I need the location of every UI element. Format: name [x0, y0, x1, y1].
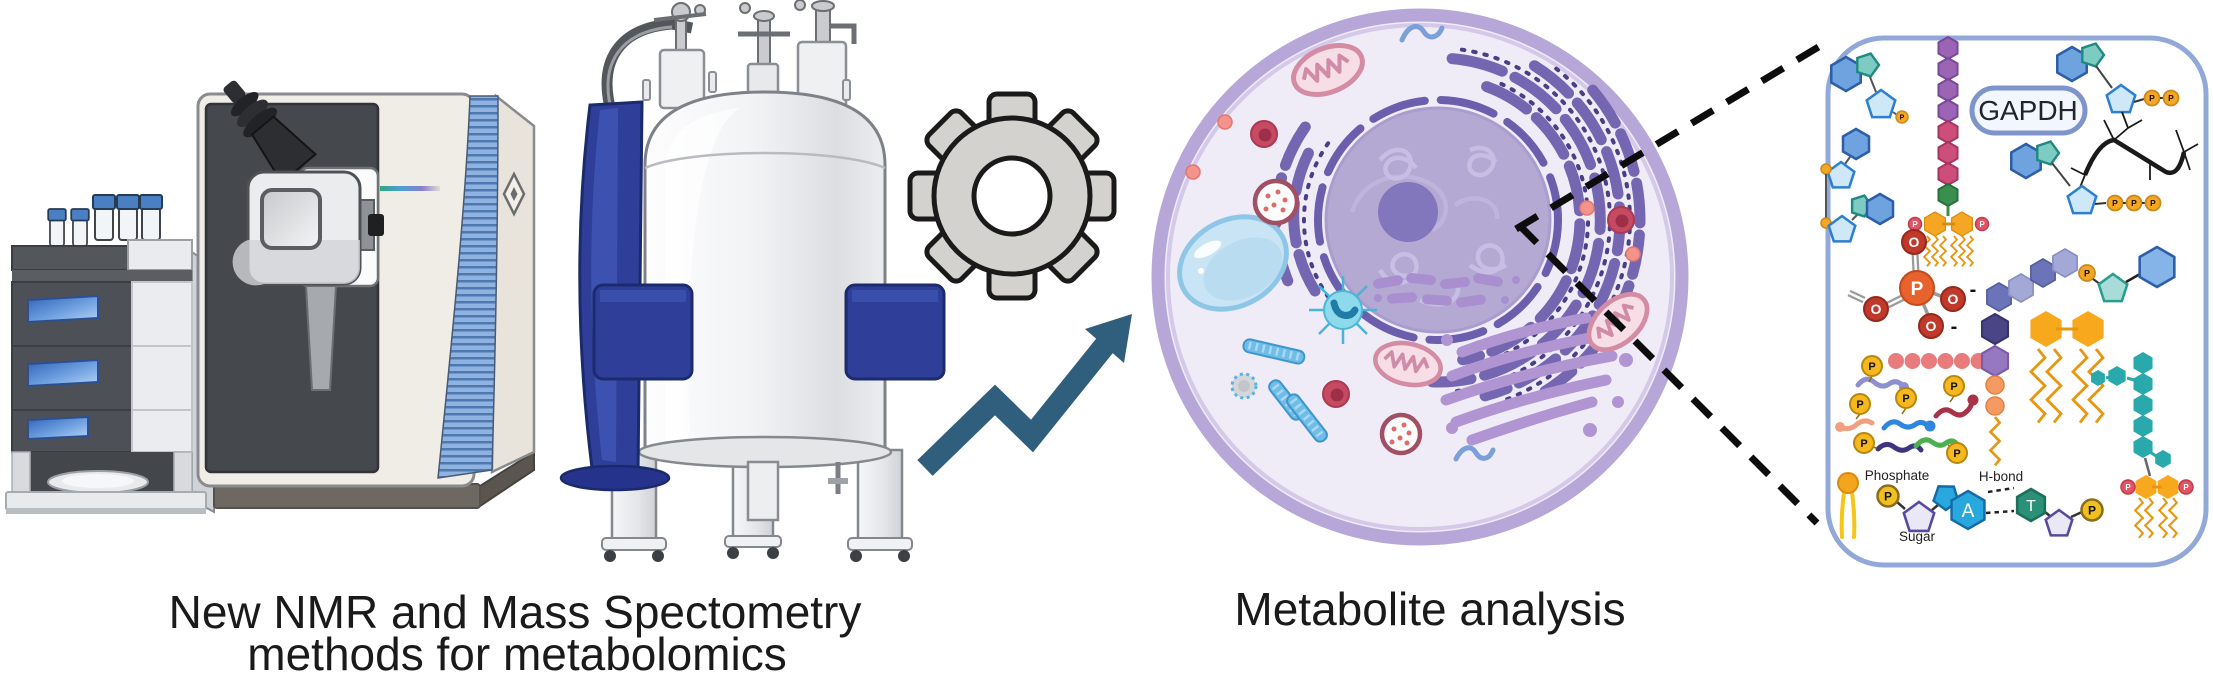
source-arm [304, 285, 338, 391]
p-symbol: P [1884, 490, 1892, 504]
nmr-shim-box-right [844, 283, 946, 381]
p-symbol: P [2150, 198, 2156, 208]
nuclear-envelope [1314, 96, 1562, 344]
base-t-letter: T [2026, 498, 2036, 515]
minus-charge: - [1951, 316, 1958, 338]
growth-arrow-icon [917, 314, 1132, 476]
hbond-label: H-bond [1979, 469, 2023, 484]
p-symbol: P [1912, 220, 1918, 229]
golgi-vesicle-stack [1373, 272, 1520, 308]
eukaryotic-cell-illustration [1151, 8, 1689, 546]
p-symbol: P [2112, 198, 2118, 208]
diacyl-lipid-molecule [2029, 311, 2105, 424]
gapdh-protein-label: GAPDH [1969, 85, 2088, 136]
gapdh-text: GAPDH [1978, 95, 2078, 126]
minus-charge: - [1970, 279, 1977, 301]
nmr-magnet-illustration [559, 0, 946, 562]
lysosome [1379, 412, 1423, 456]
mass-spectrometer-illustration [196, 80, 536, 509]
atp-molecule: P P P [2011, 138, 2162, 213]
p-symbol: P [2084, 269, 2090, 279]
phosphate-group-molecule: O O O O P - - [1847, 229, 1977, 339]
caption-left-line2: methods for metabolomics [247, 628, 786, 680]
captions: New NMR and Mass Spectometry methods for… [169, 583, 1626, 680]
iridescent-strip [380, 186, 440, 191]
p-symbol: P [2125, 483, 2131, 492]
base-pair-molecule: Phosphate H-bond Sugar P A T P [1865, 468, 2104, 544]
nucleoside-molecule: P [1831, 50, 1909, 123]
dna-fragment-molecule [1820, 129, 1893, 241]
o-symbol: O [1871, 301, 1882, 317]
panel-frame [1825, 35, 2209, 568]
zoom-cone-lines [1514, 40, 1827, 526]
p-symbol: P [1868, 361, 1875, 373]
p-symbol: P [2088, 504, 2096, 518]
p-symbol: P [1902, 393, 1909, 405]
hplc-module-2 [11, 345, 193, 411]
p-symbol: P [1911, 279, 1924, 300]
lipid-molecule [1837, 472, 1859, 539]
hplc-screen [27, 415, 89, 441]
base-a-letter: A [1962, 501, 1975, 522]
caption-left-line1: New NMR and Mass Spectometry [169, 586, 862, 638]
hplc-screen [27, 358, 99, 388]
microfilament [1399, 23, 1445, 43]
cytoskeleton-rods [1230, 338, 1328, 443]
brand-diamond-icon [502, 171, 526, 217]
sugar-label: Sugar [1899, 529, 1936, 544]
gear-icon [907, 91, 1117, 301]
dome-pins [642, 71, 851, 101]
hplc-module-1 [11, 281, 193, 347]
mitochondrion [1291, 43, 1365, 97]
p-symbol: P [1856, 399, 1863, 411]
skeletal-structure-molecule [2070, 111, 2199, 191]
p-symbol: P [2183, 483, 2189, 492]
hplc-screen [27, 294, 99, 324]
adp-molecule: P P [2057, 40, 2180, 112]
caption-right: Metabolite analysis [1234, 583, 1625, 635]
p-symbol: P [1953, 448, 1960, 460]
endosome [1250, 120, 1635, 408]
phosphate-label: Phosphate [1865, 468, 1930, 483]
nucleolus [1378, 182, 1438, 242]
glycolipid-molecule: P P [1907, 37, 1990, 268]
peroxisomes [1185, 114, 1641, 262]
p-symbol: P [2168, 93, 2174, 103]
nmr-vessel [643, 90, 887, 452]
p-symbol: P [1860, 438, 1867, 450]
solvent-bottles [47, 194, 163, 247]
sprayer-probe [223, 80, 318, 185]
nmr-shim-box-left [592, 283, 694, 381]
mitochondrion [1373, 340, 1443, 388]
o-symbol: O [1948, 291, 1959, 307]
source-window [260, 188, 322, 250]
microfilament [1453, 445, 1496, 462]
p-symbol: P [1950, 381, 1957, 393]
lps-glycolipid-molecule: P P [2091, 352, 2194, 539]
mass-spec-rib-band [437, 95, 499, 479]
phosphopeptides: P P P P P P [1835, 355, 1979, 464]
centrosome [1309, 276, 1377, 344]
sugar-chain-molecule: P [1987, 247, 2174, 311]
hplc-module-3 [11, 409, 193, 453]
p-symbol: P [2149, 93, 2155, 103]
nmr-top-plumbing [653, 0, 857, 65]
hplc-autosampler-bay [11, 451, 193, 494]
o-symbol: O [1926, 318, 1937, 334]
p-symbol: P [1900, 115, 1905, 122]
o-symbol: O [1909, 234, 1920, 250]
vacuole [1177, 214, 1289, 312]
sphingolipid-molecule [1888, 314, 2008, 467]
esi-source [223, 80, 384, 391]
lysosome [1252, 178, 1300, 226]
p-symbol: P [2131, 198, 2137, 208]
p-symbol: P [1979, 220, 1985, 229]
metabolite-molecules-zoom-panel: P P P GAP [1820, 35, 2209, 568]
hplc-system-illustration [5, 194, 215, 514]
